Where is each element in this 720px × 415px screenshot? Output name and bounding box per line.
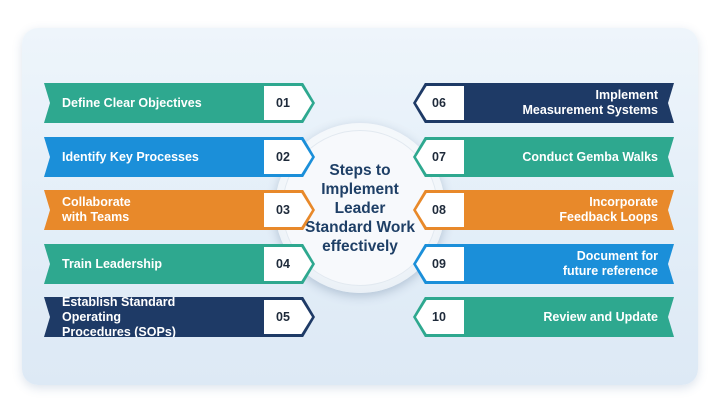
step-01-label: Define Clear Objectives (62, 95, 202, 110)
step-10-ribbon: Review and Update (446, 297, 674, 337)
step-06-ribbon: Implement Measurement Systems (446, 83, 674, 123)
step-07-ribbon: Conduct Gemba Walks (446, 137, 674, 177)
step-03-ribbon: Collaborate with Teams (44, 190, 274, 230)
step-05-label: Establish Standard Operating Procedures … (62, 294, 176, 339)
step-10-label: Review and Update (543, 309, 658, 324)
step-04-ribbon: Train Leadership (44, 244, 274, 284)
step-02-ribbon: Identify Key Processes (44, 137, 274, 177)
step-04-number: 04 (264, 247, 312, 281)
step-01-number: 01 (264, 86, 312, 120)
step-09-label: Document for future reference (562, 249, 658, 278)
step-09-number: 09 (416, 247, 464, 281)
step-09-ribbon: Document for future reference (446, 244, 674, 284)
step-08-label: Incorporate Feedback Loops (559, 195, 658, 224)
step-03-number: 03 (264, 193, 312, 227)
step-06-label: Implement Measurement Systems (522, 88, 658, 117)
step-08-number: 08 (416, 193, 464, 227)
step-05-ribbon: Establish Standard Operating Procedures … (44, 297, 274, 337)
step-01-ribbon: Define Clear Objectives (44, 83, 274, 123)
step-03-label: Collaborate with Teams (62, 195, 131, 224)
step-10-number: 10 (416, 300, 464, 334)
step-07-label: Conduct Gemba Walks (522, 149, 658, 164)
step-08-ribbon: Incorporate Feedback Loops (446, 190, 674, 230)
step-02-label: Identify Key Processes (62, 149, 199, 164)
step-04-label: Train Leadership (62, 256, 163, 271)
step-02-number: 02 (264, 140, 312, 174)
center-title: Steps to Implement Leader Standard Work … (305, 161, 415, 255)
step-07-number: 07 (416, 140, 464, 174)
step-05-number: 05 (264, 300, 312, 334)
step-06-number: 06 (416, 86, 464, 120)
